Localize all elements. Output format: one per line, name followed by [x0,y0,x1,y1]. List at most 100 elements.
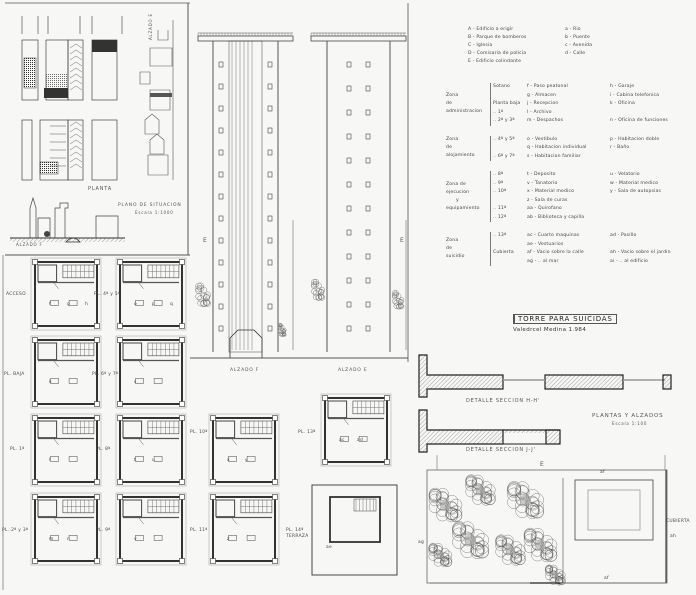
legend-site-item: A - Edificio a erigir [468,27,514,32]
garden-roof-label: CUBIERTA [666,519,690,524]
legend-zone-name: Zona de [446,181,466,187]
room-letter: v [134,537,137,542]
legend-zone-name: ejecucion [446,189,470,195]
legend-zone-name: alojamiento [446,153,475,159]
legend-floor: .. 13ª [493,233,507,238]
legend-site-item: E - Edificio colindante [468,59,522,64]
garden-left-label: ag [418,540,425,545]
floor-plan-label: PL. 6ª y 7ª [92,372,119,377]
legend-floor: Cubierta [493,250,514,255]
legend-room: l - Archivo [527,109,552,115]
plans-scale: Escala 1:100 [612,421,648,426]
room-letter: h [85,302,89,307]
floor-plan-label: PL. 14ª TERRAZA [286,528,309,539]
situation-scale: Escala 1:1000 [135,210,174,215]
room-letter: k [49,380,52,385]
floor-plan-label: PL. 1ª [10,447,25,452]
legend-room: n - Oficina de funciones [610,118,668,123]
floor-plan-label: PL. 9ª [96,528,111,533]
legend-site-item: d - Calle [565,51,586,56]
legend-zone-name: de [446,145,453,151]
legend-floor: .. 10ª [493,189,507,194]
room-letter: u [152,458,156,463]
legend-room: q - Habitacion individual [527,145,587,150]
legend-room: ae - Vestuarios [527,241,564,247]
room-letter: n [67,537,71,542]
room-letter: z [227,537,230,542]
floor-plan-label: PL. 2ª y 3ª [2,528,29,533]
legend-floor: .. 11ª [493,206,507,211]
legend-floor: .. 2ª y 3ª [493,118,515,123]
room-letter: x [227,458,230,463]
legend-floor: .. 8ª [493,172,504,177]
situation-title: PLANO DE SITUACION [118,203,182,208]
room-letter: ad [357,438,364,443]
legend-zone-name: Zona [446,137,459,143]
legend-room: ac - Cuarto maquinas [527,233,580,238]
legend-room: aa - Quirofano [527,206,562,211]
garden-mark: E [540,461,545,468]
room-letter: m [49,537,54,542]
author-date: Valedrcel Medina 1.984 [513,327,587,333]
room-letter: o [134,302,137,307]
legend-site-item: a - Rio [565,27,581,32]
legend-bracket [490,83,491,126]
legend-zone-name: Zona [446,238,459,243]
legend-floor: .. 9ª [493,180,504,186]
legend-site-item: c - Avenida [565,43,593,48]
legend-room: ai - .. al edificio [610,258,648,264]
legend-room: o - Vestibulo [527,136,558,142]
plans-title: PLANTAS Y ALZADOS [592,413,664,419]
legend-floor: Sotano [493,84,510,89]
legend-room: t - Deposito [527,172,556,177]
legend-room: s - Habitacion familiar [527,153,581,159]
legend-room: g - Almacen [527,92,557,98]
room-letter: ac [339,438,345,443]
legend-bracket [490,135,491,161]
legend-room: j - Recepcion [527,101,559,106]
elevation-e-label: ALZADO F [230,368,260,373]
floor-plan-label: PL. 10ª [190,430,208,435]
legend-site-item: B - Parque de bomberos [468,35,527,40]
legend-zone-name: suicidio [446,254,465,259]
legend-room: k - Oficina [610,101,635,106]
room-letter: p [152,302,156,307]
elevation-mark-left: E [203,237,208,244]
floor-plan-label: PL. BAJA [4,372,25,377]
room-letter: f [49,302,51,307]
floor-plan-label: PL. 11ª [190,528,208,533]
legend-room: h - Garaje [610,84,635,89]
legend-room: r - Baño [610,145,630,150]
legend-room: ab - Biblioteca y capilla [527,214,585,220]
room-letter: g [67,302,71,307]
floor-plan-label: PL. 8ª [96,447,111,452]
elevation-mark-right: E [400,237,405,244]
legend-floor: .. 6ª y 7ª [493,153,515,159]
legend-floor: Planta baja [493,101,521,106]
legend-zone-name: de [446,101,453,107]
legend-room: v - Tanatorio [527,180,558,186]
elevation-f-label: ALZADO E [338,368,368,373]
legend-zone-name: de [446,246,453,251]
site-plan-title: PLANTA [88,186,112,192]
legend-site-item: C - Iglesia [468,43,493,48]
legend-room: m - Despachos [527,118,564,123]
legend-floor: .. 12ª [493,214,507,220]
legend-site-item: b - Puente [565,35,590,40]
legend-zone-name: equipamiento [446,205,480,211]
room-letter: s [134,380,137,385]
legend-site-item: D - Comisaria de policia [468,51,527,56]
legend-zone-name: y [456,197,459,203]
legend-floor: .. 4ª y 5ª [493,136,515,142]
legend-room: x - Material medico [527,189,575,194]
site-elevation-label: ALZADO F [16,242,43,247]
legend-bracket [490,232,491,266]
legend-room: y - Sala de autopsias [610,189,662,194]
room-letter: q [170,302,174,307]
legend-room: ah - Vacio sobre el jardin [610,250,671,255]
floor-plan-label: PL. 13ª [298,430,316,435]
room-letter: y [245,458,248,463]
legend-room: f - Paso peatonal [527,84,568,89]
